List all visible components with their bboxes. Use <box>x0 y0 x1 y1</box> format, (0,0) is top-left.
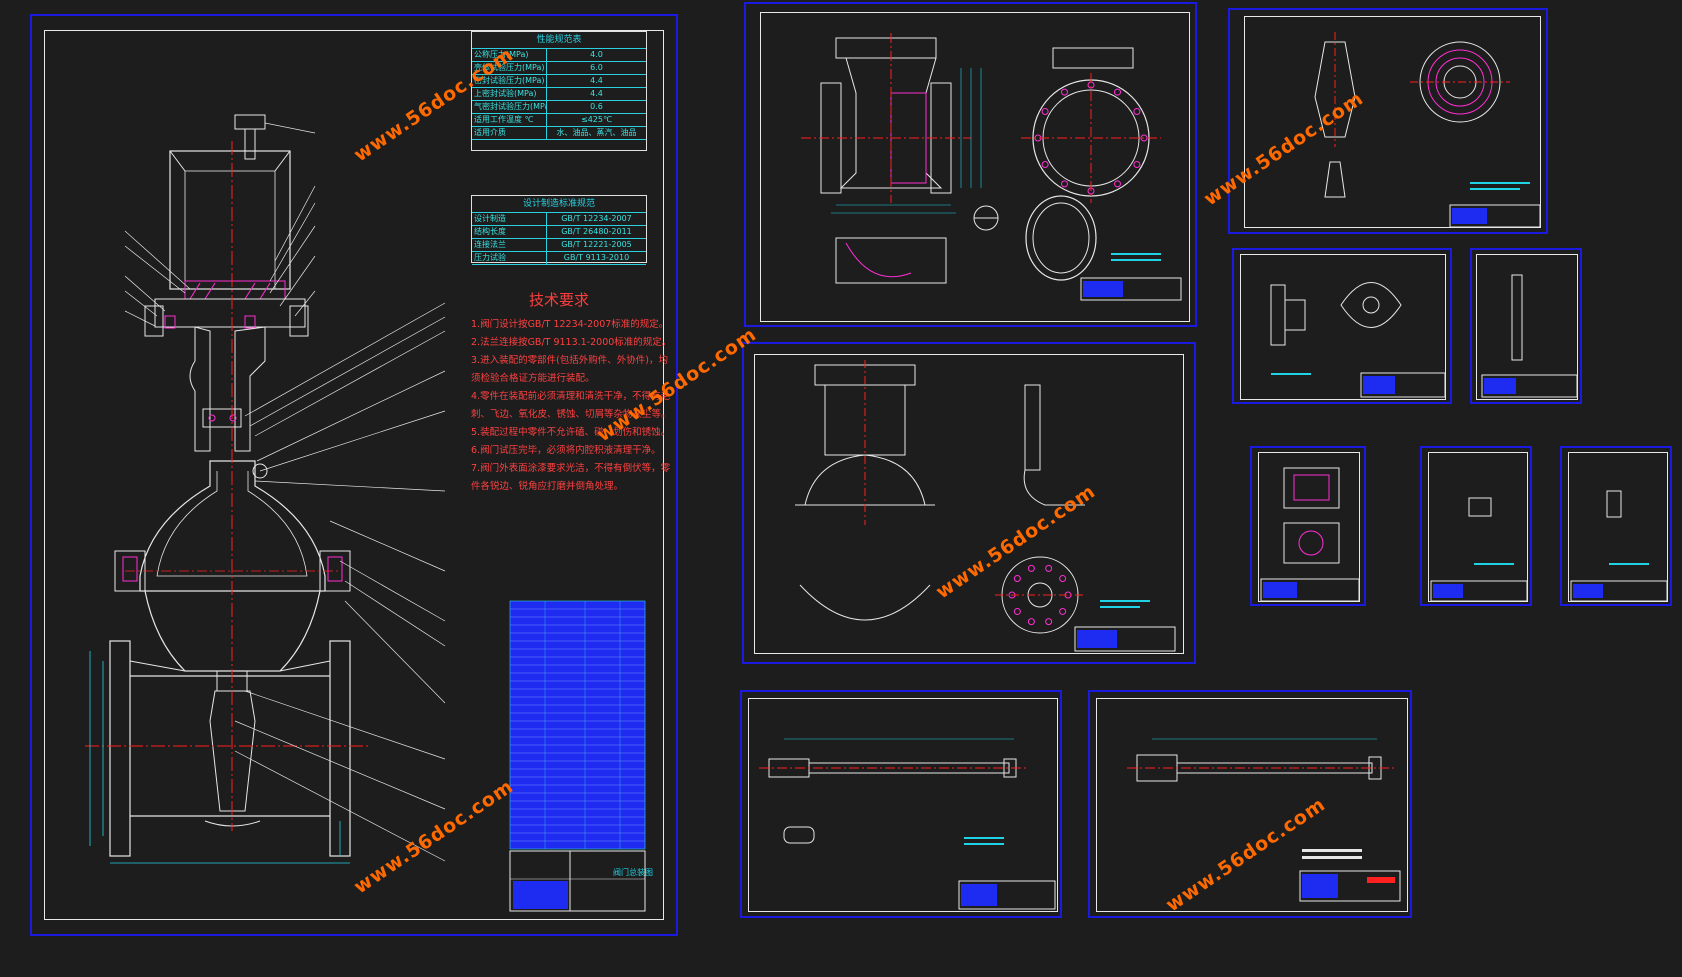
stem-view-b <box>1127 738 1401 902</box>
requirement-line: 6.阀门试压完毕，必须将内腔积液清理干净。 <box>471 445 661 456</box>
stem-drawing-border-a <box>748 698 1058 912</box>
performance-table-row: 适用介质水、油品、蒸汽、油品 <box>472 127 646 140</box>
stem-drawing-sheet-b[interactable] <box>1088 690 1412 918</box>
bonnet-drawing-border <box>754 354 1184 654</box>
requirement-line: 4.零件在装配前必须清理和清洗干净，不得有毛 <box>471 391 671 402</box>
bolt-hole <box>1045 564 1053 572</box>
assembly-drawing-sheet[interactable]: 性能规范表 公称压力(MPa) 4.0 壳体试验压力(MPa) 6.0 密封试验压力(M… <box>30 14 678 936</box>
standards-table-row: 结构长度 GB/T 26480-2011 <box>472 226 646 239</box>
bolt-hole <box>1059 607 1067 615</box>
gland-drawing-sheet[interactable] <box>1232 248 1452 404</box>
standards-table-value: GB/T 12234-2007 <box>561 214 632 223</box>
requirement-line: 7.阀门外表面涂漆要求光洁，不得有倒伏等，零 <box>471 463 671 474</box>
standards-table-value: GB/T 9113-2010 <box>563 253 630 262</box>
performance-table-label: 公称压力(MPa) <box>472 49 547 61</box>
stem-view-a <box>759 738 1056 910</box>
gate-drawing-sheet[interactable] <box>1228 8 1548 234</box>
performance-table-label: 上密封试验(MPa) <box>472 88 547 100</box>
standards-table-value: GB/T 12221-2005 <box>561 240 632 249</box>
standards-table-label: 连接法兰 <box>472 239 547 251</box>
technical-requirements-title: 技术要求 <box>529 291 590 309</box>
performance-table-label: 适用介质 <box>472 127 547 139</box>
gasket-drawing-sheet[interactable] <box>1470 248 1582 404</box>
bolt-hole <box>1133 108 1141 115</box>
performance-table-value: 6.0 <box>590 63 603 72</box>
nut-views <box>1260 467 1360 602</box>
standards-table-value: GB/T 26480-2011 <box>561 227 632 236</box>
gate-views <box>1314 32 1541 228</box>
performance-table-row: 上密封试验(MPa) 4.4 <box>472 88 646 101</box>
performance-table-value: 0.6 <box>590 102 603 111</box>
pin-view-b <box>1570 490 1668 602</box>
gasket-drawing-border <box>1476 254 1578 400</box>
bolt-hole <box>1114 88 1121 96</box>
requirement-line: 件各锐边、锐角应打磨并倒角处理。 <box>471 481 624 492</box>
gland-views <box>1270 282 1446 398</box>
performance-table-label: 壳体试验压力(MPa) <box>472 62 547 74</box>
bolt-hole <box>1061 88 1068 96</box>
standards-table-label: 结构长度 <box>472 226 547 238</box>
standards-table-row: 压力试验 GB/T 9113-2010 <box>472 252 646 265</box>
pin-drawing-sheet-a[interactable] <box>1420 446 1532 606</box>
pin-drawing-sheet-b[interactable] <box>1560 446 1672 606</box>
performance-table-value: 水、油品、蒸汽、油品 <box>556 128 637 137</box>
performance-table-label: 气密封试验压力(MPa) <box>474 101 547 113</box>
technical-requirements-list: 1.阀门设计按GB/T 12234-2007标准的规定。 2.法兰连接按GB/T … <box>471 316 671 496</box>
pin-drawing-border-b <box>1568 452 1668 602</box>
valve-body-views <box>801 33 1182 301</box>
performance-table-row: 气密封试验压力(MPa) 0.6 <box>472 101 646 114</box>
bolt-hole <box>1027 618 1035 626</box>
bolt-hole <box>1041 161 1049 168</box>
valve-body-drawing-border <box>760 12 1190 322</box>
requirement-line: 3.进入装配的零部件(包括外购件、外协件)，均 <box>471 355 668 366</box>
bolt-hole <box>1013 575 1021 583</box>
standards-table: 设计制造标准规范 设计制造 GB/T 12234-2007 结构长度 GB/T 264… <box>471 195 647 265</box>
requirement-line: 5.装配过程中零件不允许磕、碰、划伤和锈蚀。 <box>471 427 671 438</box>
standards-table-row: 设计制造 GB/T 12234-2007 <box>472 213 646 226</box>
standards-table-label: 设计制造 <box>472 213 547 225</box>
stem-drawing-border-b <box>1096 698 1408 912</box>
pin-drawing-border-a <box>1428 452 1528 602</box>
standards-table-label: 压力试验 <box>472 252 547 264</box>
bolt-hole <box>1061 180 1068 188</box>
bolt-hole <box>1114 180 1121 188</box>
bolt-hole <box>1133 161 1141 168</box>
performance-table-value: 4.4 <box>590 89 603 98</box>
nut-drawing-border <box>1258 452 1360 602</box>
bolt-hole <box>1027 564 1035 572</box>
nut-drawing-sheet[interactable] <box>1250 446 1366 606</box>
bolt-hole <box>1045 618 1053 626</box>
title-block-name: 阀门总装图 <box>613 868 653 877</box>
bonnet-drawing-sheet[interactable] <box>742 342 1196 664</box>
bolt-hole <box>1059 575 1067 583</box>
performance-spec-table: 性能规范表 公称压力(MPa) 4.0 壳体试验压力(MPa) 6.0 密封试验压力(M… <box>471 31 647 151</box>
bolt-hole <box>1013 607 1021 615</box>
standards-table-title: 设计制造标准规范 <box>472 196 646 213</box>
valve-body-drawing-sheet[interactable] <box>744 2 1197 327</box>
stem-drawing-sheet-a[interactable] <box>740 690 1062 918</box>
performance-table-row: 壳体试验压力(MPa) 6.0 <box>472 62 646 75</box>
requirement-line: 须检验合格证方能进行装配。 <box>471 373 595 384</box>
performance-table-value: 4.4 <box>590 76 603 85</box>
performance-table-value: 4.0 <box>590 50 603 59</box>
bolt-hole <box>1041 108 1049 115</box>
pin-view-a <box>1430 497 1528 602</box>
requirement-line: 2.法兰连接按GB/T 9113.1-2000标准的规定。 <box>471 337 672 348</box>
standards-table-row: 连接法兰 GB/T 12221-2005 <box>472 239 646 252</box>
gate-drawing-border <box>1244 16 1541 228</box>
performance-table-title: 性能规范表 <box>472 32 646 49</box>
gland-drawing-border <box>1240 254 1446 400</box>
assembly-drawing-border: 性能规范表 公称压力(MPa) 4.0 壳体试验压力(MPa) 6.0 密封试验压力(M… <box>44 30 671 920</box>
performance-table-label: 密封试验压力(MPa) <box>472 75 547 87</box>
performance-table-row: 适用工作温度 ℃ ≤425℃ <box>472 114 646 127</box>
performance-table-row: 公称压力(MPa) 4.0 <box>472 49 646 62</box>
performance-table-value: ≤425℃ <box>581 115 612 124</box>
performance-table-row: 密封试验压力(MPa) 4.4 <box>472 75 646 88</box>
gasket-view <box>1481 274 1578 398</box>
bonnet-views <box>795 360 1176 652</box>
requirement-line: 刺、飞边、氧化皮、锈蚀、切屑等杂物灰尘等。 <box>471 409 671 420</box>
performance-table-label: 适用工作温度 ℃ <box>472 114 547 126</box>
gate-valve-assembly-view <box>85 114 646 912</box>
requirement-line: 1.阀门设计按GB/T 12234-2007标准的规定。 <box>471 319 669 330</box>
